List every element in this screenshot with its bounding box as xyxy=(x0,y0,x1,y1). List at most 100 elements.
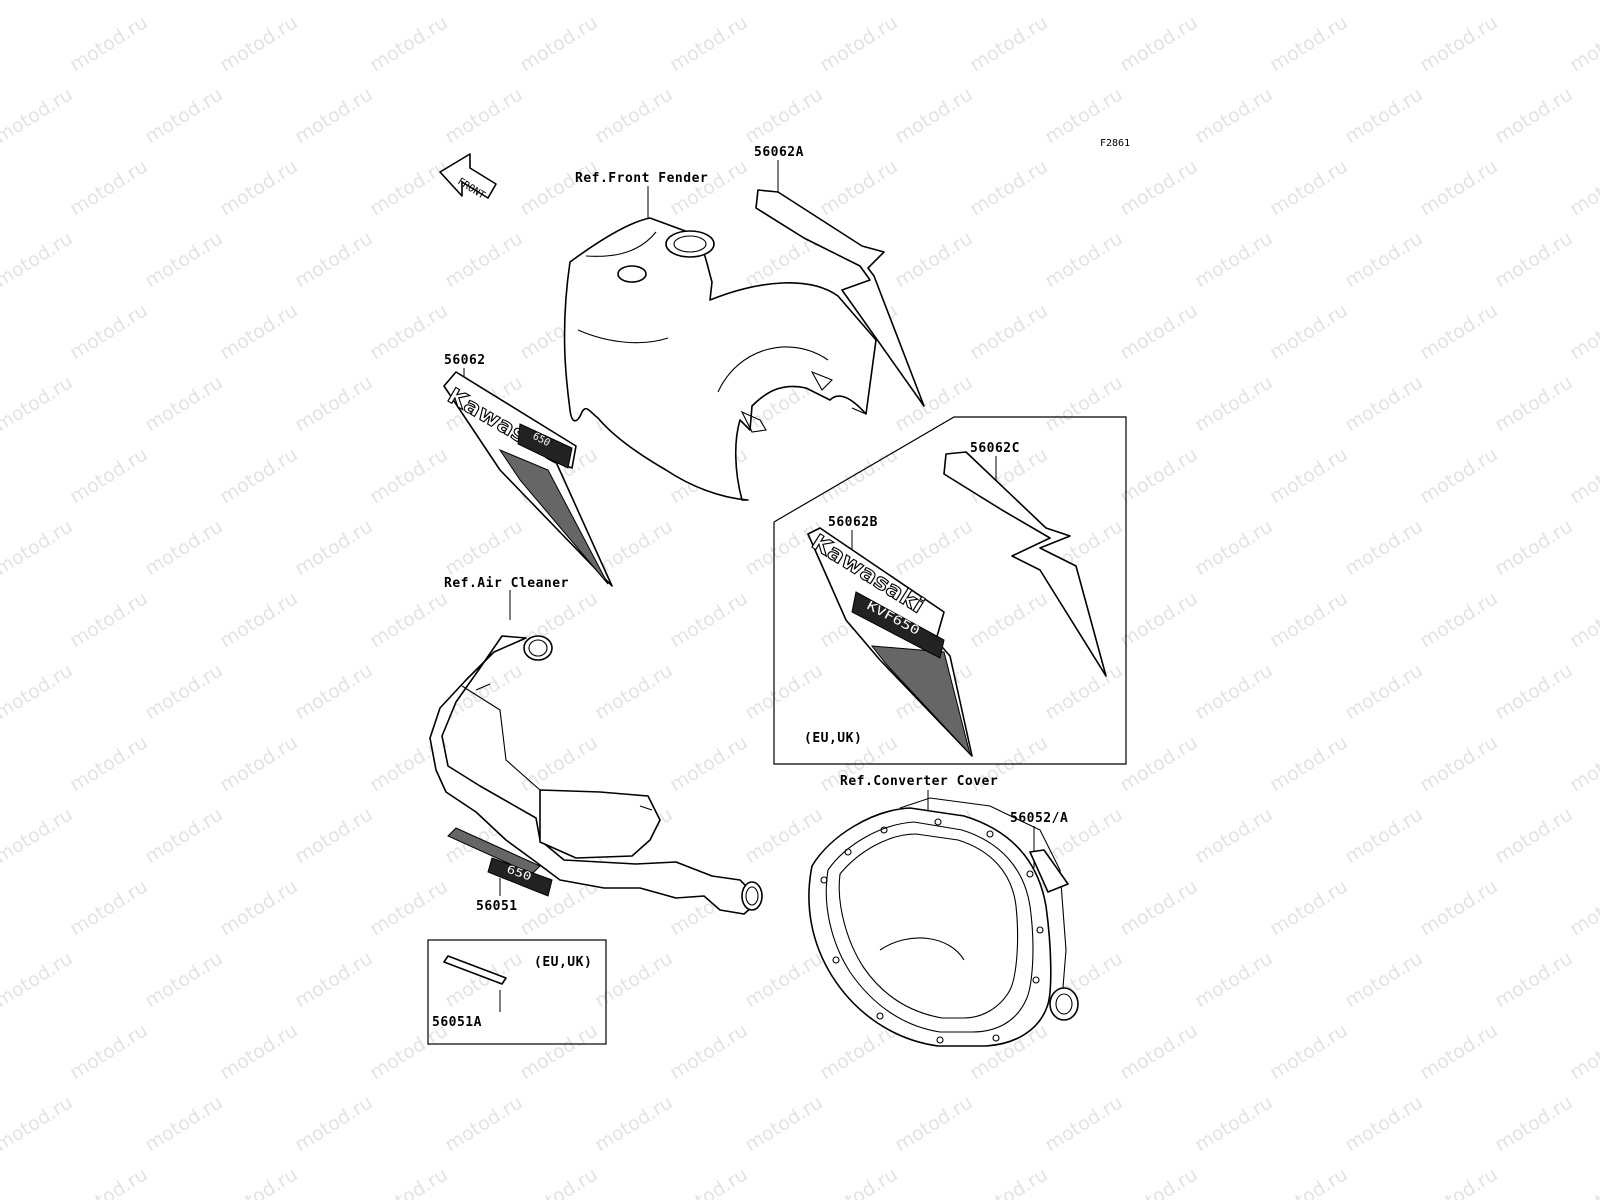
watermark-text: motod.ru xyxy=(291,227,377,292)
watermark-text: motod.ru xyxy=(1566,875,1600,940)
watermark-text: motod.ru xyxy=(591,659,677,724)
region-note-eu-uk-a: (EU,UK) xyxy=(534,955,592,970)
watermark-text: motod.ru xyxy=(1191,515,1277,580)
watermark-text: motod.ru xyxy=(1566,1163,1600,1200)
watermark-text: motod.ru xyxy=(1041,371,1127,436)
watermark-text: motod.ru xyxy=(1191,371,1277,436)
watermark-text: motod.ru xyxy=(1116,443,1202,508)
watermark-text: motod.ru xyxy=(0,947,77,1012)
watermark-text: motod.ru xyxy=(666,731,752,796)
watermark-text: motod.ru xyxy=(366,587,452,652)
watermark-text: motod.ru xyxy=(966,11,1052,76)
watermark-text: motod.ru xyxy=(366,875,452,940)
watermark-text: motod.ru xyxy=(1041,1091,1127,1156)
watermark-text: motod.ru xyxy=(966,587,1052,652)
watermark-text: motod.ru xyxy=(1416,1019,1502,1084)
watermark-text: motod.ru xyxy=(291,83,377,148)
watermark-text: motod.ru xyxy=(216,299,302,364)
region-note-eu-uk-b: (EU,UK) xyxy=(804,731,862,746)
watermark-text: motod.ru xyxy=(1341,659,1427,724)
diagram-code: F2861 xyxy=(1100,138,1130,149)
watermark-text: motod.ru xyxy=(291,803,377,868)
watermark-text: motod.ru xyxy=(1266,731,1352,796)
watermark-text: motod.ru xyxy=(0,587,2,652)
watermark-text: motod.ru xyxy=(216,587,302,652)
part-56062-label: 56062 xyxy=(444,353,486,368)
watermark-text: motod.ru xyxy=(816,11,902,76)
watermark-text: motod.ru xyxy=(141,515,227,580)
watermark-text: motod.ru xyxy=(1566,443,1600,508)
watermark-text: motod.ru xyxy=(0,1091,77,1156)
watermark-text: motod.ru xyxy=(66,299,152,364)
watermark-text: motod.ru xyxy=(816,155,902,220)
watermark-text: motod.ru xyxy=(66,155,152,220)
watermark-text: motod.ru xyxy=(516,1163,602,1200)
watermark-text: motod.ru xyxy=(516,731,602,796)
watermark-text: motod.ru xyxy=(216,1019,302,1084)
watermark-text: motod.ru xyxy=(1041,227,1127,292)
watermark-text: motod.ru xyxy=(216,731,302,796)
watermark-text: motod.ru xyxy=(0,299,2,364)
ref-converter-cover-label: Ref.Converter Cover xyxy=(840,774,998,789)
watermark-text: motod.ru xyxy=(0,227,77,292)
watermark-text: motod.ru xyxy=(141,659,227,724)
watermark-text: motod.ru xyxy=(816,443,902,508)
watermark-text: motod.ru xyxy=(1191,0,1277,4)
watermark-text: motod.ru xyxy=(1341,0,1427,4)
watermark-text: motod.ru xyxy=(1191,803,1277,868)
watermark-text: motod.ru xyxy=(291,515,377,580)
watermark-text: motod.ru xyxy=(291,1091,377,1156)
watermark-text: motod.ru xyxy=(1491,371,1577,436)
watermark-text: motod.ru xyxy=(291,659,377,724)
watermark-text: motod.ru xyxy=(216,1163,302,1200)
watermark-text: motod.ru xyxy=(666,155,752,220)
part-56062A-stripe xyxy=(755,189,925,407)
watermark-text: motod.ru xyxy=(216,155,302,220)
watermark-text: motod.ru xyxy=(441,659,527,724)
watermark-text: motod.ru xyxy=(1341,371,1427,436)
watermark-text: motod.ru xyxy=(0,443,2,508)
part-56051-stripe: 650 xyxy=(447,827,553,897)
watermark-text: motod.ru xyxy=(366,1163,452,1200)
watermark-text: motod.ru xyxy=(741,0,827,4)
watermark-text: motod.ru xyxy=(1416,875,1502,940)
watermark-text: motod.ru xyxy=(66,587,152,652)
watermark-text: motod.ru xyxy=(0,515,77,580)
watermark-text: motod.ru xyxy=(441,515,527,580)
part-56051A-label: 56051A xyxy=(432,1015,482,1030)
watermark-text: motod.ru xyxy=(666,11,752,76)
watermark-text: motod.ru xyxy=(1116,155,1202,220)
watermark-text: motod.ru xyxy=(1341,515,1427,580)
watermark-text: motod.ru xyxy=(816,1163,902,1200)
watermark-text: motod.ru xyxy=(441,1091,527,1156)
watermark-text: motod.ru xyxy=(1116,1163,1202,1200)
watermark-text: motod.ru xyxy=(366,443,452,508)
air-cleaner-duct xyxy=(429,635,763,915)
ref-air-cleaner-label: Ref.Air Cleaner xyxy=(444,576,569,591)
watermark-text: motod.ru xyxy=(291,0,377,4)
watermark-text: motod.ru xyxy=(1116,1019,1202,1084)
watermark-text: motod.ru xyxy=(66,1019,152,1084)
watermark-text: motod.ru xyxy=(891,227,977,292)
part-56052A-label: 56052/A xyxy=(1010,811,1068,826)
watermark-text: motod.ru xyxy=(1341,803,1427,868)
watermark-text: motod.ru xyxy=(1266,587,1352,652)
front-fender xyxy=(563,217,877,501)
watermark-text: motod.ru xyxy=(0,1019,2,1084)
watermark-text: motod.ru xyxy=(666,1019,752,1084)
watermark-text: motod.ru xyxy=(66,1163,152,1200)
part-56062C-stripe xyxy=(943,451,1107,677)
watermark-text: motod.ru xyxy=(141,371,227,436)
watermark-text: motod.ru xyxy=(741,803,827,868)
watermark-text: motod.ru xyxy=(591,83,677,148)
converter-cover xyxy=(808,797,1079,1047)
watermark-text: motod.ru xyxy=(0,731,2,796)
watermark-text: motod.ru xyxy=(1041,659,1127,724)
watermark-text: motod.ru xyxy=(441,83,527,148)
watermark-text: motod.ru xyxy=(1341,947,1427,1012)
watermark-text: motod.ru xyxy=(1191,227,1277,292)
watermark-text: motod.ru xyxy=(141,1091,227,1156)
watermark-text: motod.ru xyxy=(891,371,977,436)
watermark-text: motod.ru xyxy=(1416,731,1502,796)
